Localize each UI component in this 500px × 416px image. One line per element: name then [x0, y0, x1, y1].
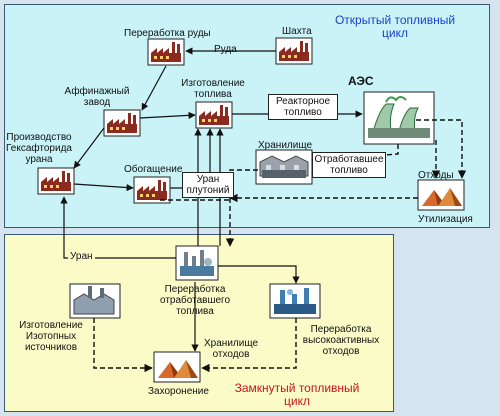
utilization-label: Утилизация [418, 214, 473, 225]
waste-label: Отходы [418, 170, 454, 181]
npp-label: АЭС [348, 74, 374, 88]
reprocessing-plant-icon [175, 245, 219, 281]
fuel-fabrication-icon [195, 101, 233, 129]
isotope-sources-plant-icon [69, 283, 121, 319]
refining-plant-icon [103, 109, 141, 137]
burial-label: Захоронение [148, 386, 209, 397]
nuclear-plant-icon [363, 91, 435, 145]
closed-cycle-title: Замкнутый топливный цикл [234, 381, 360, 408]
mine-icon [275, 37, 313, 65]
hlw-processing-plant-icon [269, 283, 321, 319]
ore-processing-icon [147, 38, 185, 66]
open-cycle-title: Открытый топливный цикл [334, 13, 456, 40]
mine-label: Шахта [282, 26, 312, 37]
storage-building-icon [255, 149, 313, 185]
uranium-flow-label: Уран [68, 251, 95, 262]
enrichment-plant-icon [133, 176, 171, 204]
waste-pyramid-icon [417, 179, 465, 211]
enrichment-label: Обогащение [124, 164, 183, 175]
burial-pyramid-icon [153, 351, 201, 383]
storage-label: Хранилище [258, 140, 312, 151]
ore-processing-label: Переработка руды [124, 28, 211, 39]
ore-flow-label: Руда [214, 44, 237, 55]
hexafluoride-plant-icon [37, 167, 75, 195]
